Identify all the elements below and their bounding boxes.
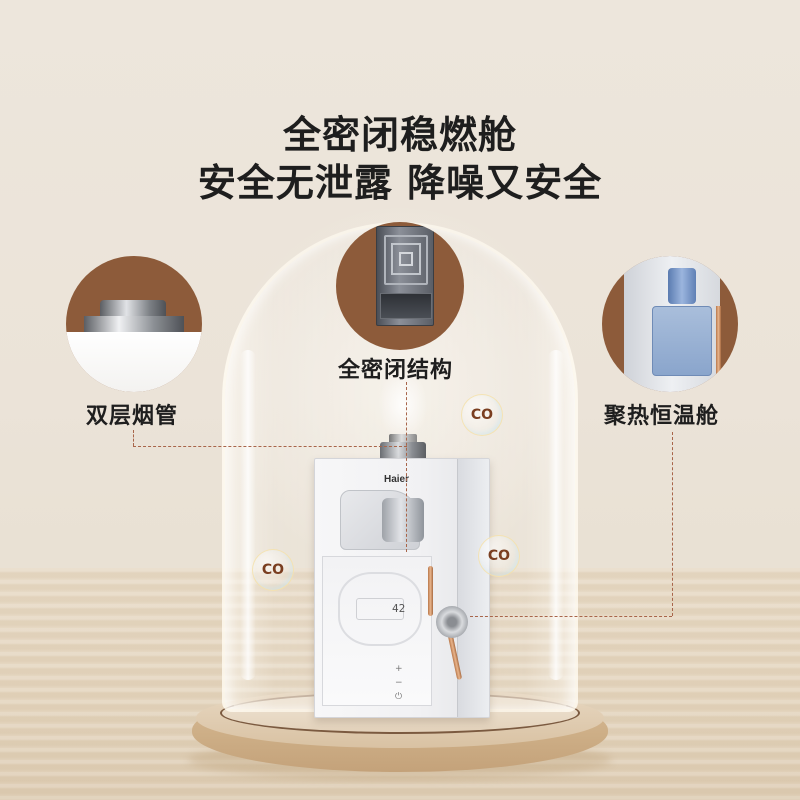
sealed-heater-icon bbox=[376, 226, 434, 326]
co-label: CO bbox=[470, 407, 494, 423]
power-icon: ⏻ bbox=[395, 692, 403, 702]
flue-pipe-icon bbox=[100, 300, 166, 318]
feature-heat-chamber-image bbox=[602, 256, 738, 392]
co-bubble: CO bbox=[252, 549, 294, 591]
heater-frame bbox=[399, 252, 413, 266]
co-label: CO bbox=[261, 562, 285, 578]
heater-frame bbox=[391, 243, 421, 275]
heater-frame bbox=[384, 235, 428, 285]
flue-pipe-body bbox=[66, 332, 202, 392]
temperature-readout: 42 bbox=[392, 602, 406, 615]
heater-side-panel bbox=[457, 459, 489, 717]
leader-line bbox=[672, 432, 673, 616]
exhaust-cap bbox=[389, 434, 417, 444]
co-bubble: CO bbox=[461, 394, 503, 436]
cutaway-chamber bbox=[652, 306, 712, 376]
dome-highlight-left bbox=[240, 350, 256, 680]
water-valve bbox=[436, 606, 468, 638]
cutaway-pipe bbox=[716, 306, 721, 386]
fan-motor bbox=[382, 498, 424, 542]
plus-icon: + bbox=[395, 664, 403, 674]
co-bubble: CO bbox=[478, 535, 520, 577]
heat-chamber-cutaway-icon bbox=[624, 256, 721, 392]
feature-label-double-flue: 双层烟管 bbox=[86, 404, 179, 429]
steam bbox=[378, 370, 428, 440]
headline-line-1: 全密闭稳燃舱 bbox=[282, 113, 517, 157]
feature-label-heat-chamber: 聚热恒温舱 bbox=[604, 404, 720, 429]
heater-lower-panel bbox=[380, 293, 432, 319]
leader-line bbox=[133, 446, 407, 447]
flue-pipe-rim bbox=[84, 316, 184, 332]
minus-icon: − bbox=[395, 678, 403, 688]
panel-oval-trim bbox=[338, 572, 422, 646]
leader-line bbox=[133, 430, 134, 446]
feature-sealed-structure-image bbox=[336, 222, 464, 350]
panel-display bbox=[356, 598, 404, 620]
headline-line-2: 安全无泄露 降噪又安全 bbox=[197, 161, 603, 205]
co-label: CO bbox=[487, 548, 511, 564]
brand-logo: Haier bbox=[384, 474, 410, 485]
dome-highlight-right bbox=[548, 350, 564, 680]
feature-label-sealed-structure: 全密闭结构 bbox=[338, 358, 454, 383]
leader-line bbox=[470, 616, 672, 617]
feature-double-flue-image bbox=[66, 256, 202, 392]
cutaway-fan bbox=[668, 268, 696, 304]
leader-line bbox=[406, 382, 407, 552]
copper-pipe bbox=[428, 566, 433, 616]
